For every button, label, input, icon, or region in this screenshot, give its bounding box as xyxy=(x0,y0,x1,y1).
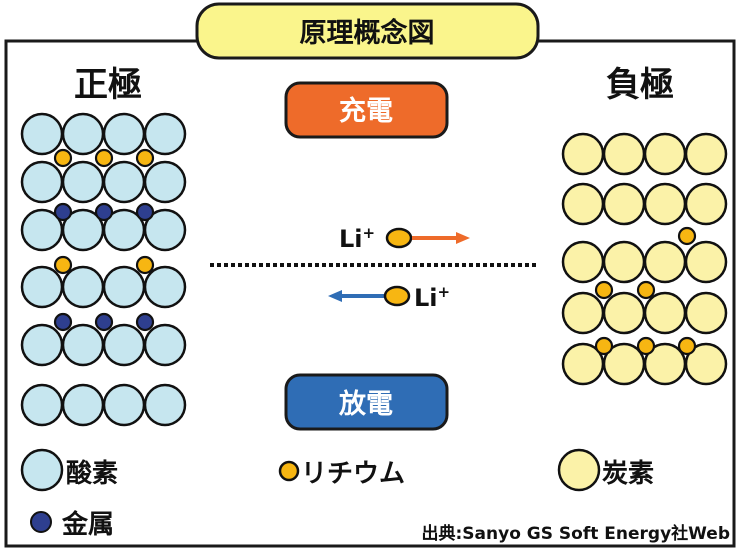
carbon-atom xyxy=(561,291,605,335)
charge-label: 充電 xyxy=(339,95,393,127)
source-note: 出典:Sanyo GS Soft Energy社Web xyxy=(422,523,731,544)
diagram-title: 原理概念図 xyxy=(300,17,435,49)
carbon-atom xyxy=(561,132,605,176)
lithium-atom xyxy=(677,226,697,246)
oxygen-atom xyxy=(143,265,187,309)
oxygen-atom xyxy=(102,383,146,427)
legend-oxygen-label: 酸素 xyxy=(66,459,118,489)
oxygen-atom xyxy=(61,112,105,156)
lithium-legend-icon xyxy=(278,460,300,482)
metal-atom xyxy=(53,202,73,222)
carbon-atom xyxy=(602,182,646,226)
lithium-ion-icon xyxy=(383,285,411,307)
legend-carbon-label: 炭素 xyxy=(602,459,654,489)
anode-label: 負極 xyxy=(606,65,674,105)
oxygen-atom xyxy=(143,383,187,427)
carbon-atom xyxy=(643,291,687,335)
lithium-atom xyxy=(135,255,155,275)
anode-lattice xyxy=(561,132,728,386)
lithium-atom xyxy=(594,280,614,300)
carbon-atom xyxy=(643,240,687,284)
carbon-atom xyxy=(684,342,728,386)
metal-atom xyxy=(94,312,114,332)
cathode-lattice xyxy=(20,112,187,427)
charge-arrow-icon xyxy=(412,232,470,244)
carbon-atom xyxy=(602,291,646,335)
oxygen-atom xyxy=(143,323,187,367)
oxygen-atom xyxy=(102,160,146,204)
oxygen-atom xyxy=(143,160,187,204)
oxygen-atom xyxy=(20,112,64,156)
lithium-atom xyxy=(677,336,697,356)
oxygen-atom xyxy=(102,112,146,156)
carbon-atom xyxy=(684,291,728,335)
metal-atom xyxy=(94,202,114,222)
carbon-atom xyxy=(684,182,728,226)
metal-atom xyxy=(135,202,155,222)
oxygen-atom xyxy=(20,160,64,204)
lithium-atom xyxy=(53,255,73,275)
oxygen-atom xyxy=(102,265,146,309)
ion-label-charge: Li+ xyxy=(339,224,375,253)
lithium-atom xyxy=(636,336,656,356)
oxygen-atom xyxy=(20,323,64,367)
charge-box xyxy=(284,81,449,139)
carbon-atom xyxy=(602,132,646,176)
oxygen-atom xyxy=(61,383,105,427)
carbon-atom xyxy=(561,240,605,284)
cathode-label: 正極 xyxy=(74,65,142,105)
carbon-atom xyxy=(684,240,728,284)
carbon-legend-icon xyxy=(557,448,601,492)
metal-legend-icon xyxy=(30,511,52,533)
oxygen-atom xyxy=(143,208,187,252)
carbon-atom xyxy=(561,182,605,226)
oxygen-atom xyxy=(143,112,187,156)
lithium-atom xyxy=(135,148,155,168)
legend-metal-label: 金属 xyxy=(61,509,114,540)
legend: 酸素 金属 リチウム 炭素 xyxy=(20,448,654,540)
metal-atom xyxy=(135,312,155,332)
lithium-atom xyxy=(53,148,73,168)
ion-label-discharge: Li+ xyxy=(414,283,450,312)
carbon-atom xyxy=(643,182,687,226)
oxygen-atom xyxy=(61,160,105,204)
oxygen-atom xyxy=(20,383,64,427)
oxygen-atom xyxy=(61,265,105,309)
carbon-atom xyxy=(684,132,728,176)
discharge-label: 放電 xyxy=(338,388,393,420)
legend-lithium-label: リチウム xyxy=(301,459,405,489)
oxygen-atom xyxy=(61,323,105,367)
metal-atom xyxy=(53,312,73,332)
oxygen-atom xyxy=(20,265,64,309)
lithium-atom xyxy=(594,336,614,356)
lithium-ion-icon xyxy=(385,227,413,249)
carbon-atom xyxy=(602,240,646,284)
carbon-atom xyxy=(643,132,687,176)
oxygen-legend-icon xyxy=(20,448,64,492)
discharge-arrow-icon xyxy=(328,290,384,302)
oxygen-atom xyxy=(102,323,146,367)
title-box xyxy=(195,2,540,60)
lithium-atom xyxy=(94,148,114,168)
lithium-atom xyxy=(636,280,656,300)
discharge-box xyxy=(284,373,449,431)
